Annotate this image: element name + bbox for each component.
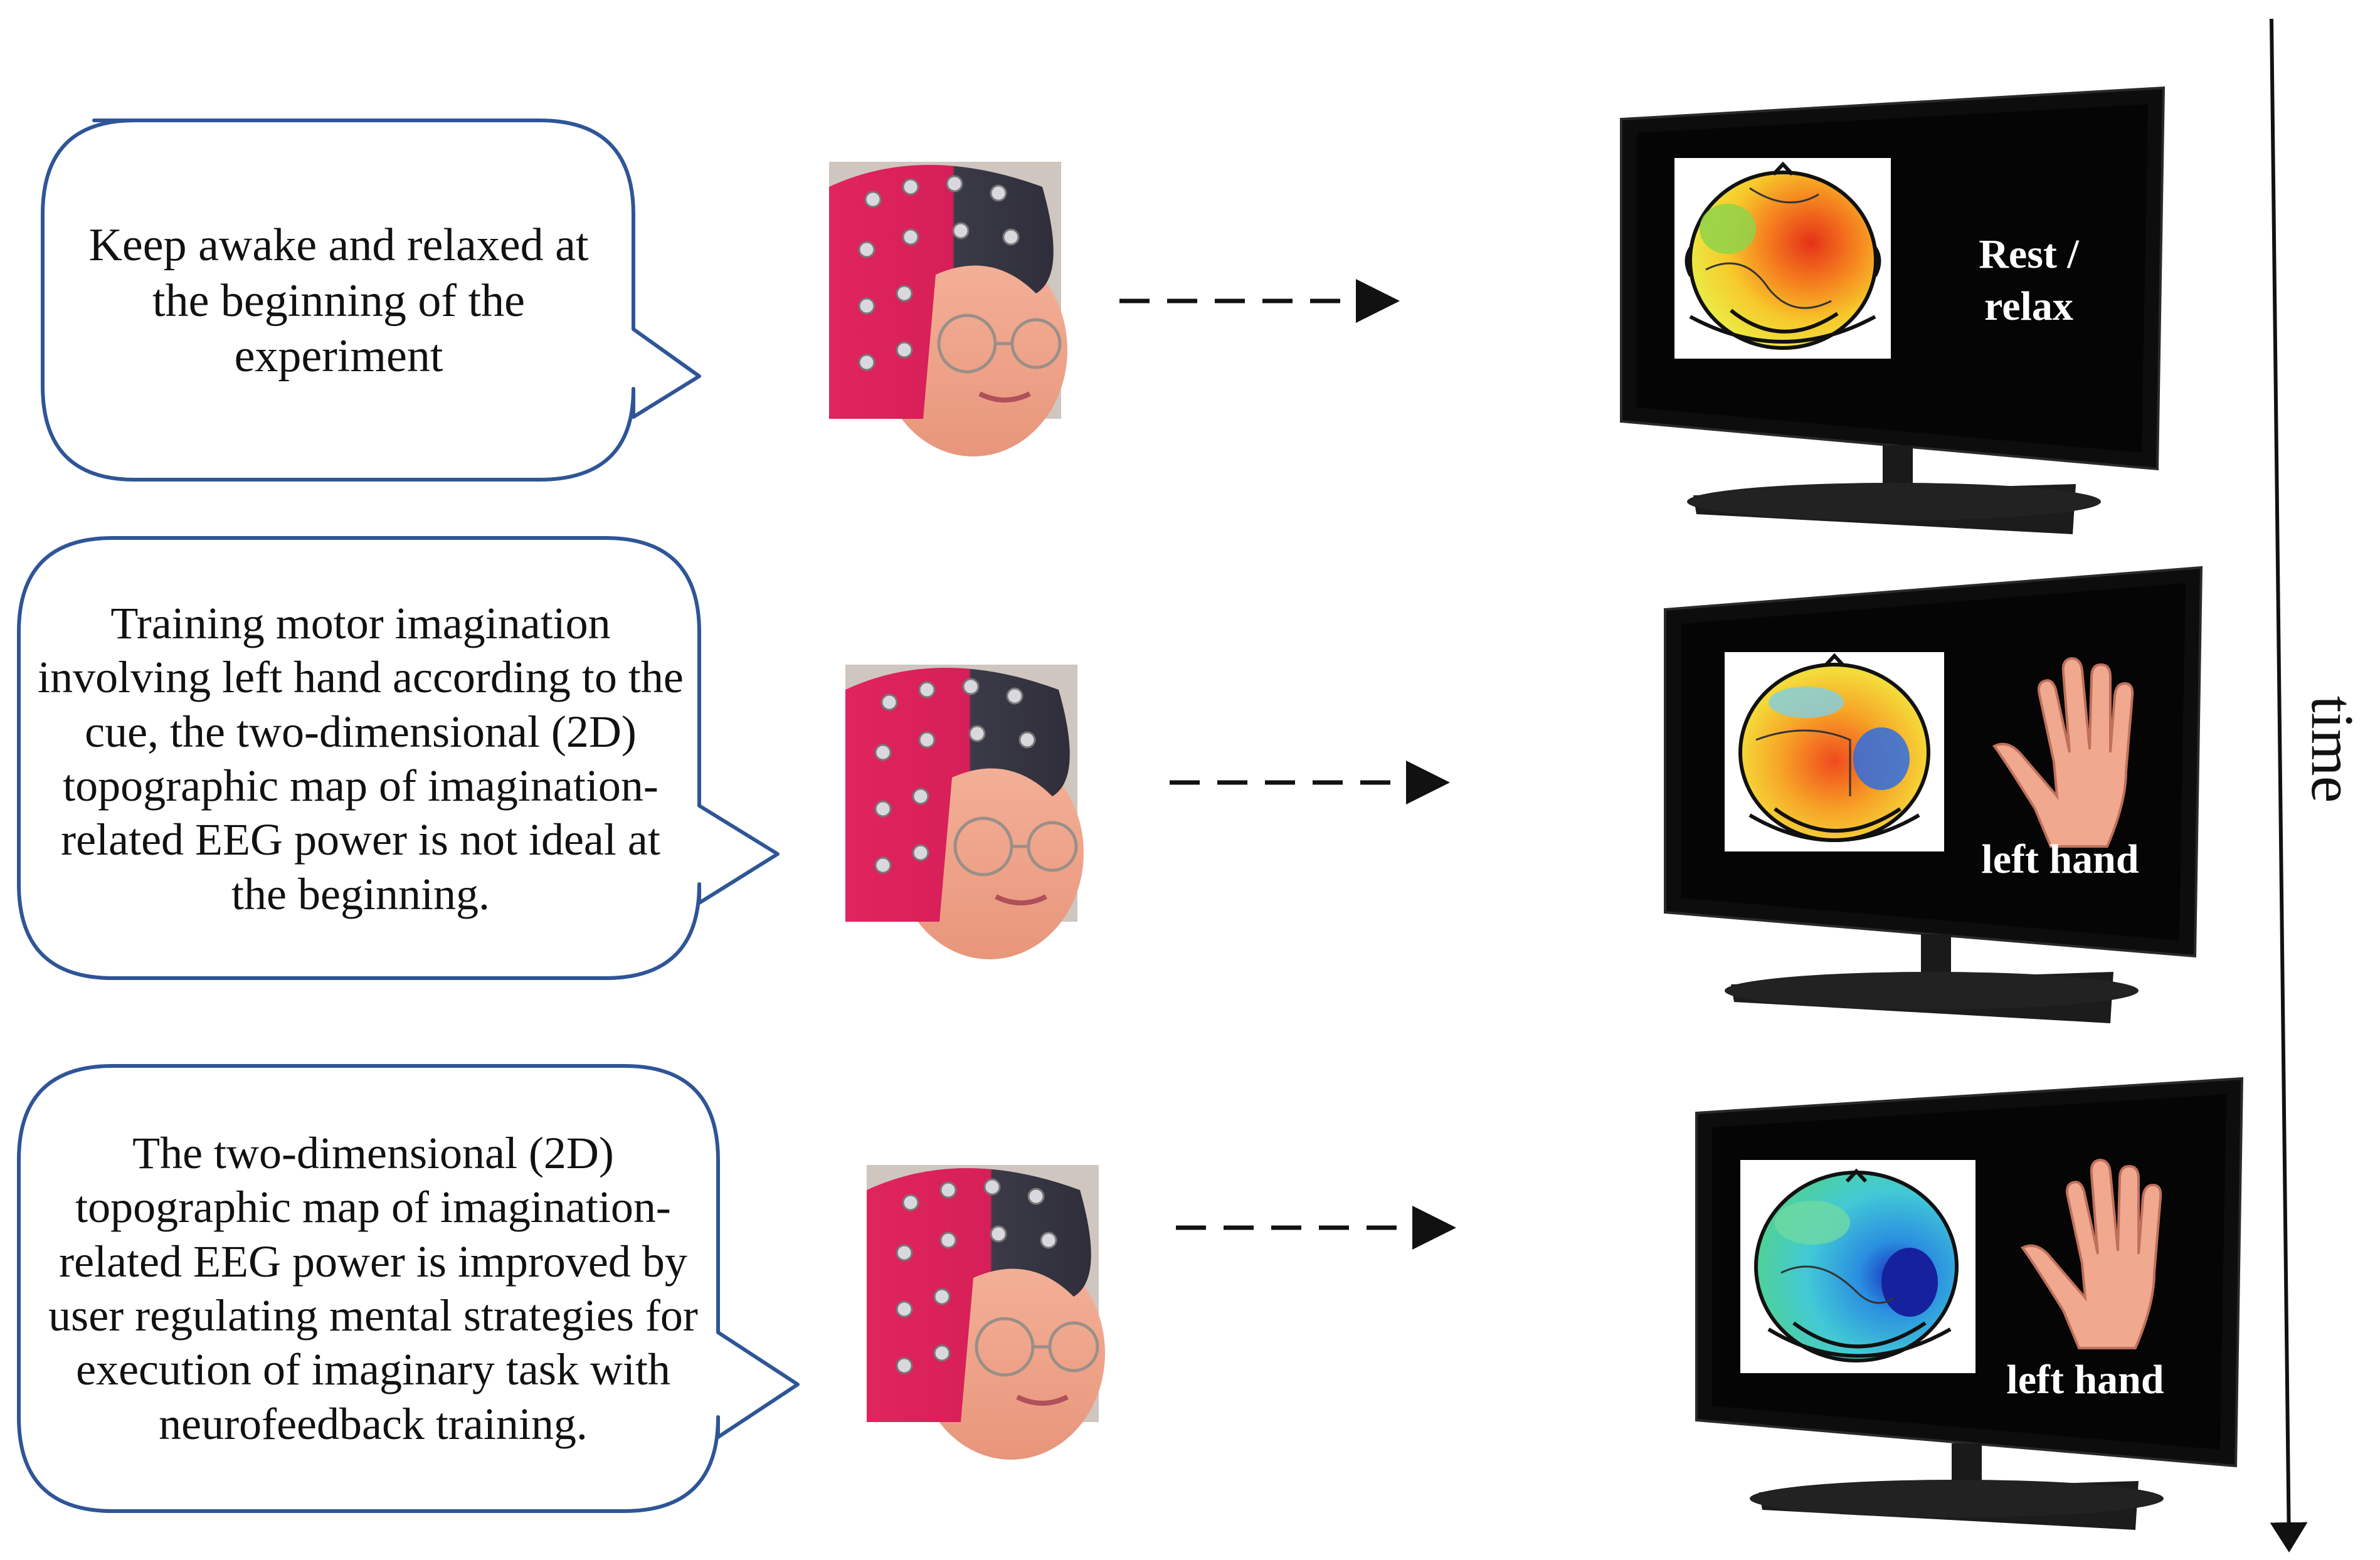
left-hand-icon [2020, 1158, 2162, 1349]
screen-label-left-hand: left hand [1981, 836, 2139, 882]
instruction-text-2: Training motor imagination involving lef… [38, 598, 684, 919]
monitor-2 [1664, 566, 2203, 1023]
instruction-text-3: The two-dimensional (2D) topographic map… [48, 1127, 698, 1449]
topographic-map [1685, 161, 1881, 350]
speech-bubble-3 [17, 1064, 800, 1513]
monitor-3 [1695, 1077, 2244, 1530]
left-hand-icon [1992, 656, 2134, 848]
instruction-text-1: Keep awake and relaxed at the beginning … [88, 219, 589, 382]
subject-photo [845, 665, 1084, 959]
topographic-map [1754, 1168, 1959, 1362]
monitor-1 [1620, 86, 2166, 534]
screen-label-rest: Rest / relax [1979, 231, 2079, 329]
subject-photo [867, 1165, 1105, 1460]
speech-bubble-2 [17, 536, 780, 980]
speech-bubble-1 [41, 119, 701, 482]
time-axis-arrow [2270, 18, 2308, 1552]
subject-photo [829, 162, 1067, 456]
time-label: time [2299, 695, 2366, 803]
screen-label-left-hand: left hand [2006, 1357, 2164, 1403]
topographic-map [1738, 653, 1930, 842]
